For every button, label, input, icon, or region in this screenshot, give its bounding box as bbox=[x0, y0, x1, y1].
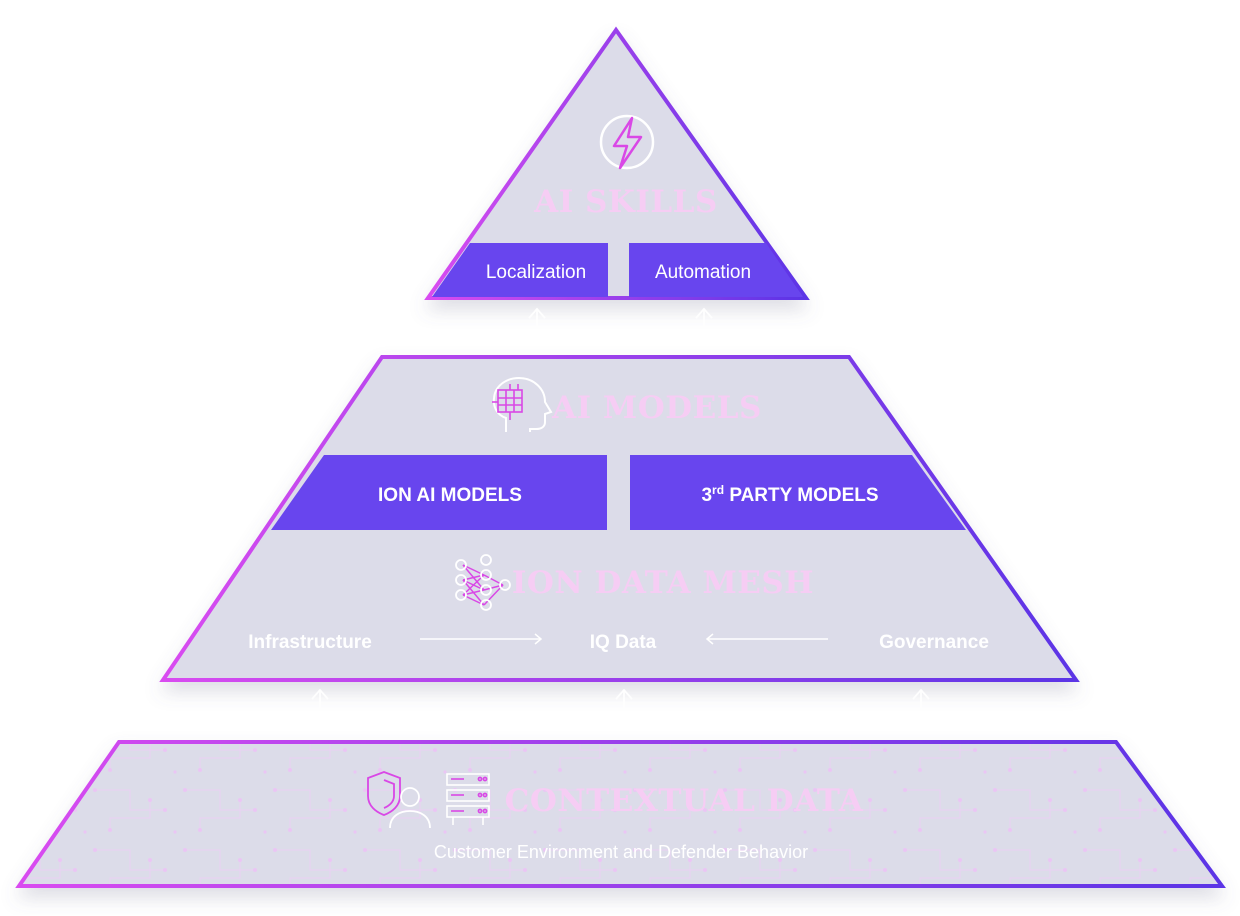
mesh-iq-data-label: IQ Data bbox=[590, 632, 657, 653]
connector-arrows-upper bbox=[528, 307, 713, 350]
context-tier: CONTEXTUAL DATA Customer Environment and… bbox=[15, 740, 1226, 888]
arrow-up-icon bbox=[912, 688, 930, 734]
skills-item-automation: Automation bbox=[655, 262, 751, 283]
arrow-up-icon bbox=[695, 307, 713, 350]
models-trapezoid bbox=[159, 355, 1080, 682]
skills-tier: AI SKILLS Localization Automation bbox=[424, 26, 810, 300]
arrow-left-icon bbox=[705, 633, 828, 645]
skills-item-localization: Localization bbox=[486, 262, 586, 283]
server-rack-icon bbox=[446, 773, 490, 825]
context-subtitle: Customer Environment and Defender Behavi… bbox=[434, 842, 808, 862]
skills-band-left bbox=[432, 243, 608, 297]
circuit-pattern bbox=[23, 744, 1218, 884]
ai-head-icon bbox=[492, 376, 553, 432]
models-title: AI MODELS bbox=[551, 390, 762, 426]
connector-arrows-lower bbox=[311, 688, 930, 734]
shield-user-icon bbox=[367, 771, 431, 829]
models-third-party-label: 3rd PARTY MODELS bbox=[701, 483, 878, 506]
skills-band-right bbox=[629, 243, 803, 297]
context-title: CONTEXTUAL DATA bbox=[505, 783, 864, 819]
models-band-right bbox=[630, 455, 966, 530]
models-band-left bbox=[271, 455, 607, 530]
arrow-up-icon bbox=[528, 307, 546, 350]
skills-title: AI SKILLS bbox=[533, 184, 718, 220]
arrow-up-icon bbox=[311, 688, 329, 734]
mesh-governance-label: Governance bbox=[879, 632, 989, 653]
models-ion-ai-label: ION AI MODELS bbox=[378, 485, 522, 506]
mesh-infrastructure-label: Infrastructure bbox=[248, 632, 372, 653]
neural-network-icon bbox=[455, 554, 511, 611]
models-tier: AI MODELS ION AI MODELS 3rd PARTY MODELS bbox=[159, 355, 1080, 682]
arrow-right-icon bbox=[420, 633, 543, 645]
skills-triangle bbox=[424, 26, 810, 300]
lightning-bolt-icon bbox=[599, 114, 655, 170]
arrow-up-icon bbox=[615, 688, 633, 734]
mesh-title: ION DATA MESH bbox=[512, 565, 814, 601]
